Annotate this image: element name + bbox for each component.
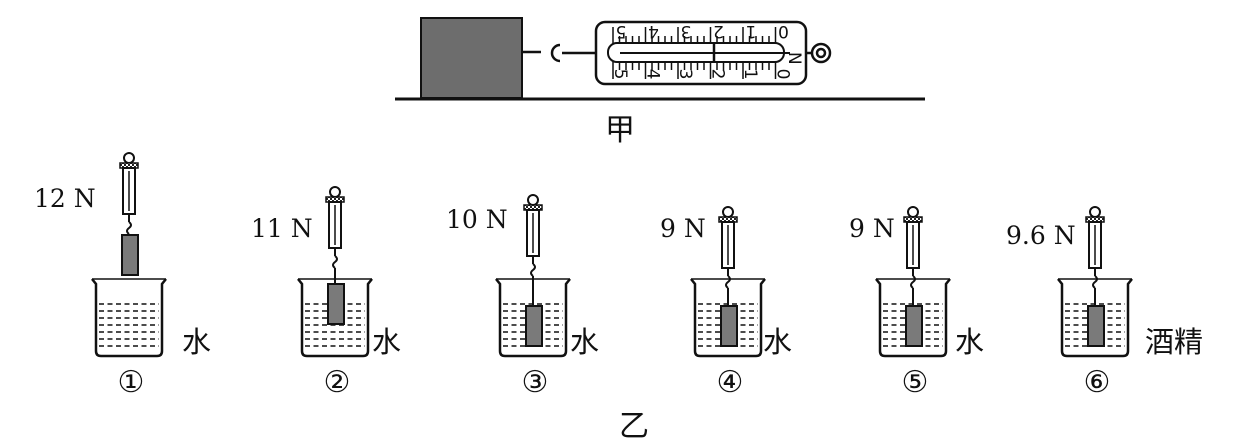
figure-jia: 5 4 3 2 1 0 5 4 3 2 1 0 N 甲 — [395, 17, 925, 148]
setup-index: ③ — [522, 365, 549, 400]
scale-number-bottom: 4 — [643, 69, 663, 80]
setup-2: 11 N 水② — [251, 186, 401, 400]
liquid-label: 水 — [182, 325, 211, 359]
liquid-label: 水 — [372, 325, 401, 359]
metal-block — [525, 305, 543, 347]
scale-ring — [806, 42, 832, 64]
liquid-label: 水 — [570, 325, 599, 359]
wooden-block — [420, 17, 523, 99]
vertical-spring-scale — [1085, 206, 1105, 289]
scale-number-bottom: 5 — [610, 69, 630, 80]
metal-block — [720, 305, 738, 347]
vertical-spring-scale — [119, 152, 139, 235]
scale-number-bottom: 1 — [740, 69, 760, 80]
setup-3: 10 N 水③ — [446, 194, 599, 400]
metal-block — [327, 283, 345, 325]
scale-number-top: 3 — [681, 21, 692, 41]
setup-index: ① — [118, 365, 145, 400]
setup-index: ⑤ — [902, 365, 929, 400]
scale-number-top: 5 — [616, 21, 627, 41]
force-reading: 9 N — [660, 214, 706, 243]
liquid-surface — [99, 303, 159, 347]
scale-hook — [522, 43, 596, 63]
beaker — [91, 278, 167, 358]
scale-number-bottom: 3 — [675, 69, 695, 80]
setup-index: ⑥ — [1084, 365, 1111, 400]
scale-number-bottom: 0 — [773, 69, 793, 80]
figure-jia-caption: 甲 — [605, 113, 635, 148]
scale-unit-label: N — [784, 52, 804, 65]
scale-number-top: 0 — [778, 21, 789, 41]
liquid-label: 水 — [955, 325, 984, 359]
metal-block — [121, 234, 139, 276]
scale-number-bottom: 2 — [708, 69, 728, 80]
vertical-spring-scale — [325, 186, 345, 269]
metal-block — [1087, 305, 1105, 347]
scale-number-top: 2 — [713, 21, 724, 41]
vertical-spring-scale — [718, 206, 738, 289]
liquid-label: 水 — [763, 325, 792, 359]
scale-number-top: 1 — [746, 21, 757, 41]
setup-1: 12 N 水 ① — [34, 152, 211, 400]
vertical-spring-scale — [523, 194, 543, 277]
force-reading: 9.6 N — [1006, 221, 1076, 250]
figure-yi-caption: 乙 — [619, 409, 649, 444]
setup-index: ② — [324, 365, 351, 400]
metal-block — [905, 305, 923, 347]
force-reading: 11 N — [251, 214, 313, 243]
setup-6: 9.6 N 酒精 ⑥ — [1006, 206, 1203, 400]
scale-number-top: 4 — [648, 21, 659, 41]
force-reading: 10 N — [446, 205, 508, 234]
setup-5: 9 N 水⑤ — [849, 206, 984, 400]
force-reading: 9 N — [849, 214, 895, 243]
force-reading: 12 N — [34, 184, 96, 213]
setup-index: ④ — [717, 365, 744, 400]
setup-4: 9 N 水④ — [660, 206, 792, 400]
vertical-spring-scale — [903, 206, 923, 289]
liquid-label: 酒精 — [1145, 325, 1203, 359]
horizontal-spring-scale: 5 4 3 2 1 0 5 4 3 2 1 0 N — [594, 20, 808, 86]
